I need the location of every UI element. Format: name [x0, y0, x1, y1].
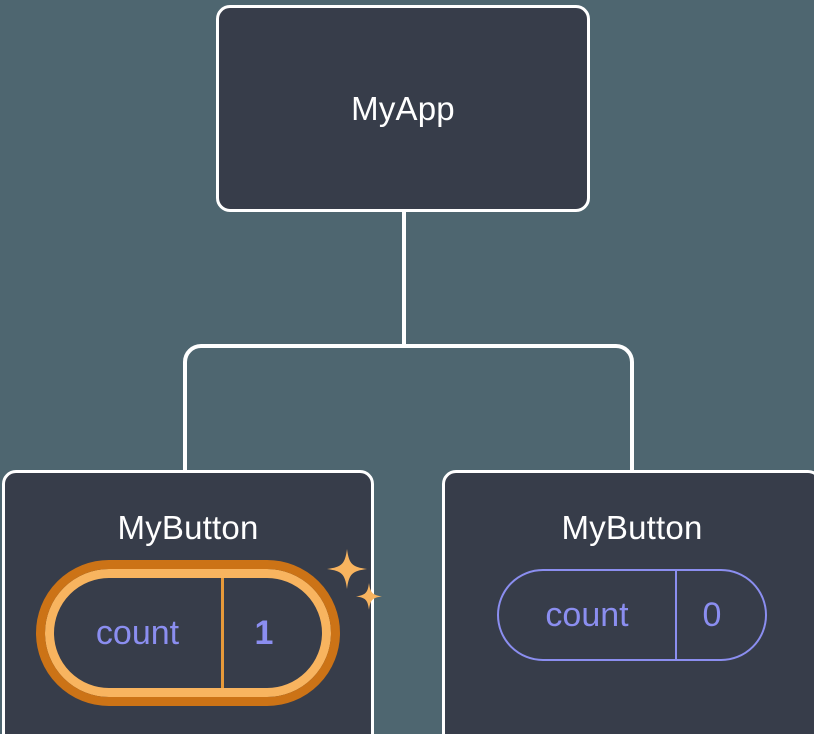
- state-pill-wrapper-left: count 1: [36, 549, 382, 706]
- component-node-mybutton-right[interactable]: MyButton count 0: [442, 470, 814, 734]
- state-key-cell: count: [499, 571, 677, 659]
- edge-to-right-child: [404, 344, 634, 472]
- state-pill-highlighted[interactable]: count 1: [36, 560, 340, 706]
- state-key-label: count: [95, 613, 180, 652]
- state-pill-wrapper-right: count 0: [497, 569, 767, 661]
- state-value-cell: 0: [677, 571, 747, 659]
- sparkle-icon: [356, 583, 382, 610]
- state-pill[interactable]: count 0: [497, 569, 767, 661]
- component-title: MyButton: [117, 509, 259, 546]
- state-value-label: 1: [254, 613, 274, 652]
- sparkle-group: [327, 549, 382, 610]
- component-node-myapp[interactable]: MyApp: [216, 5, 590, 212]
- component-title: MyButton: [561, 509, 703, 546]
- edge-to-left-child: [183, 344, 404, 472]
- state-key-label: count: [545, 595, 629, 634]
- state-key-cell: count: [54, 578, 224, 688]
- sparkle-icon: [327, 549, 367, 589]
- component-node-mybutton-left[interactable]: MyButton count 1: [2, 470, 382, 734]
- state-value-label: 0: [702, 595, 722, 634]
- state-value-cell: 1: [224, 578, 304, 688]
- component-title: MyApp: [351, 89, 455, 127]
